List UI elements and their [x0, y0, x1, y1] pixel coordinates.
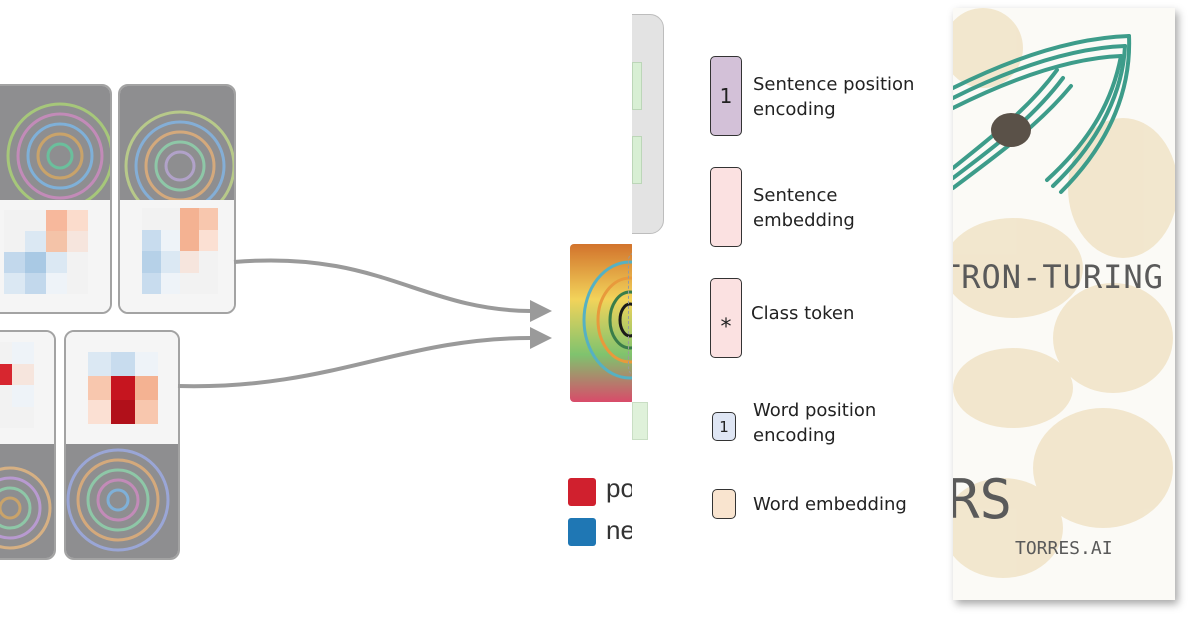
- sentence-embedding-label: Sentence embedding: [753, 185, 855, 231]
- word-position-encoding-swatch: 1: [712, 412, 736, 441]
- class-token-swatch: *: [710, 278, 742, 358]
- swirl-image: [66, 444, 178, 558]
- heatmap: [0, 332, 54, 444]
- sentence-embedding-swatch: [710, 167, 742, 247]
- connector-arrows: [177, 258, 552, 389]
- swirl-image: [120, 86, 234, 200]
- sketch-title-fragment: TRON-TURING: [953, 258, 1164, 296]
- swirl-image: [0, 86, 110, 200]
- heatmap: [120, 200, 234, 312]
- token-glyph: 1: [719, 417, 729, 436]
- feature-card: [0, 84, 112, 314]
- signature: TORRES.AI: [1015, 538, 1113, 559]
- feature-card: [118, 84, 236, 314]
- sketch-word-fragment: RS: [953, 468, 1013, 531]
- class-token-label: Class token: [751, 303, 855, 324]
- heatmap: [66, 332, 178, 444]
- output-swirl-image: [570, 244, 635, 402]
- sentence-position-encoding-label: Sentence position encoding: [753, 74, 915, 120]
- arrow-sketch: [953, 34, 1132, 194]
- positive-legend-swatch: [568, 478, 596, 506]
- sketch-card: TRON-TURING RS TORRES.AI: [953, 8, 1175, 600]
- swirl-image: [0, 444, 54, 558]
- heatmap: [0, 200, 110, 312]
- sentence-position-encoding-swatch: 1: [710, 56, 742, 136]
- token-legend-panel: 1 Sentence position encoding Sentence em…: [632, 0, 954, 630]
- embedding-cell-fragment: [632, 62, 642, 110]
- word-embedding-swatch: [712, 489, 736, 519]
- token-glyph: *: [720, 314, 732, 340]
- negative-legend-swatch: [568, 518, 596, 546]
- negative-legend-label: ne: [606, 515, 635, 545]
- token-glyph: 1: [719, 84, 733, 108]
- embedding-cell-fragment: [632, 136, 642, 184]
- encoder-block-fragment: [632, 14, 664, 234]
- positive-legend-label: po: [606, 473, 635, 503]
- feature-visualization-panel: po ne: [0, 84, 635, 560]
- word-position-encoding-label: Word position encoding: [753, 400, 877, 446]
- word-embedding-label: Word embedding: [753, 494, 907, 515]
- feature-card: [64, 330, 180, 560]
- embedding-cell-fragment: [632, 402, 648, 440]
- feature-card: [0, 330, 56, 560]
